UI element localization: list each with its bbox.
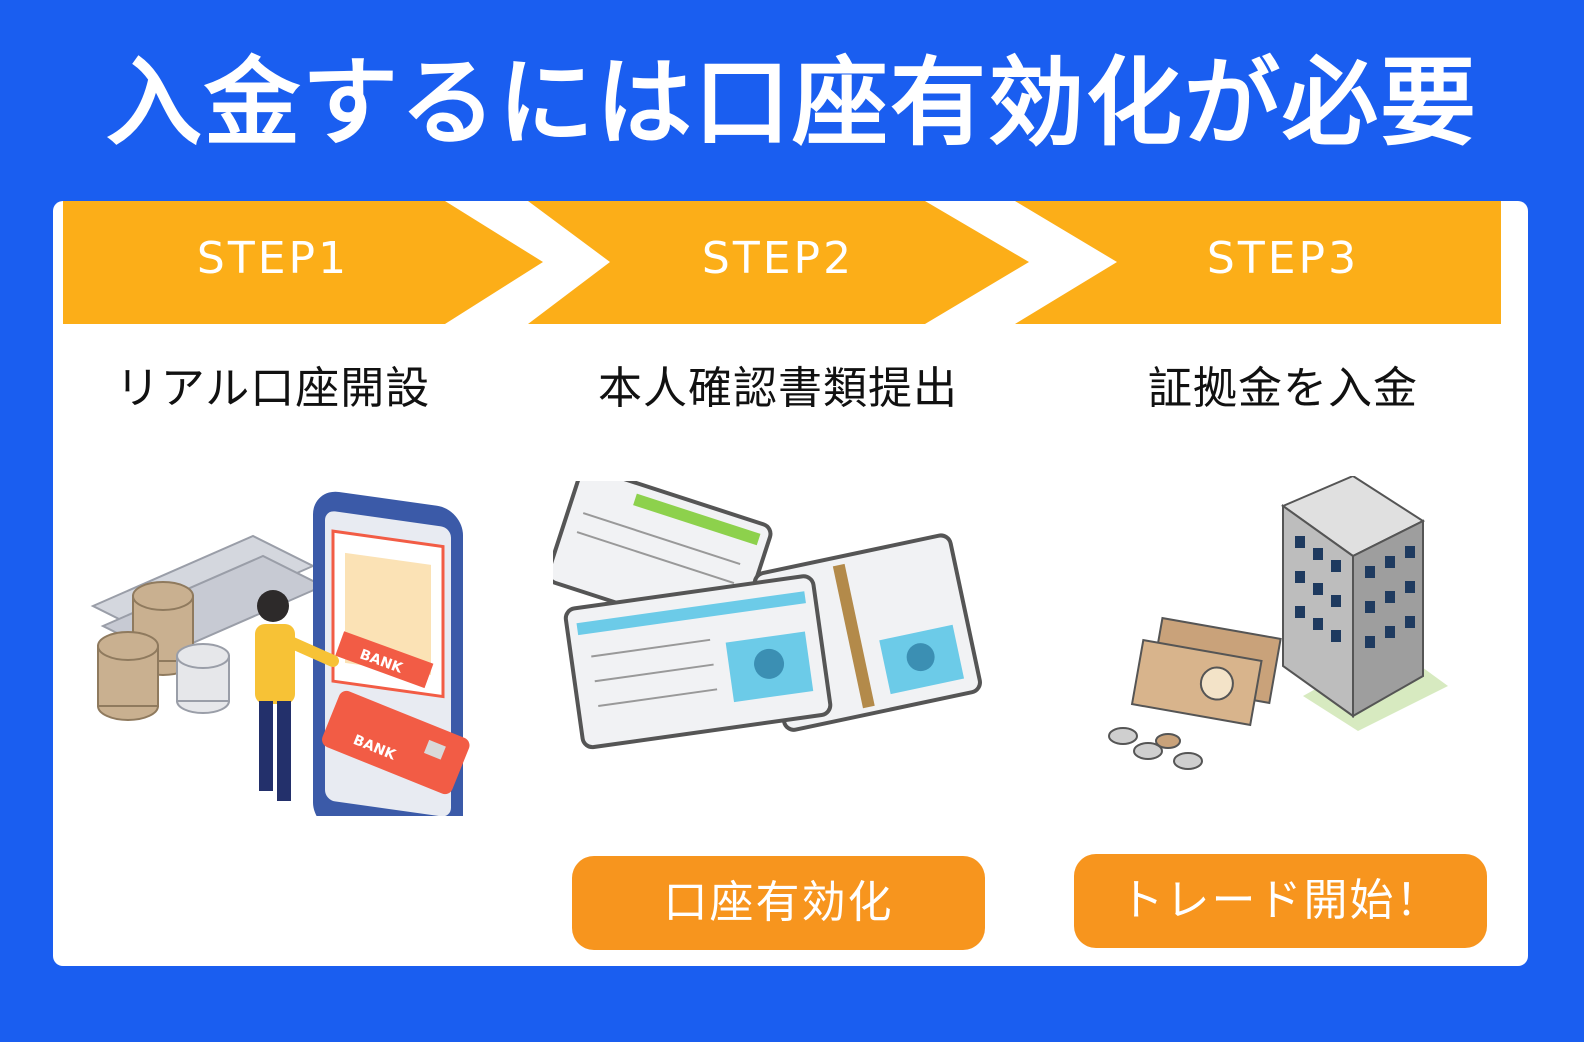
step2-label: STEP2 <box>701 233 855 284</box>
step-chevron-banner <box>63 201 1501 324</box>
step2-chevron <box>528 201 1029 324</box>
step1-chevron <box>63 201 543 324</box>
step1-description: リアル口座開設 <box>115 363 431 414</box>
start-trading-button[interactable]: トレード開始！ <box>1074 854 1487 948</box>
account-activation-button[interactable]: 口座有効化 <box>572 856 985 950</box>
bank-building-money-icon <box>1108 476 1448 770</box>
step3-label: STEP3 <box>1206 233 1360 284</box>
step3-description: 証拠金を入金 <box>1148 363 1418 414</box>
steps-panel: STEP1 STEP2 STEP3 リアル口座開設 本人確認書類提出 証拠金を入… <box>53 201 1528 966</box>
id-cards-icon <box>553 481 982 750</box>
page-title: 入金するには口座有効化が必要 <box>106 47 1478 159</box>
step2-description: 本人確認書類提出 <box>598 363 958 414</box>
step1-label: STEP1 <box>196 233 350 284</box>
step3-chevron <box>1015 201 1501 324</box>
phone-bank-icon: BANK BANK <box>90 491 470 816</box>
